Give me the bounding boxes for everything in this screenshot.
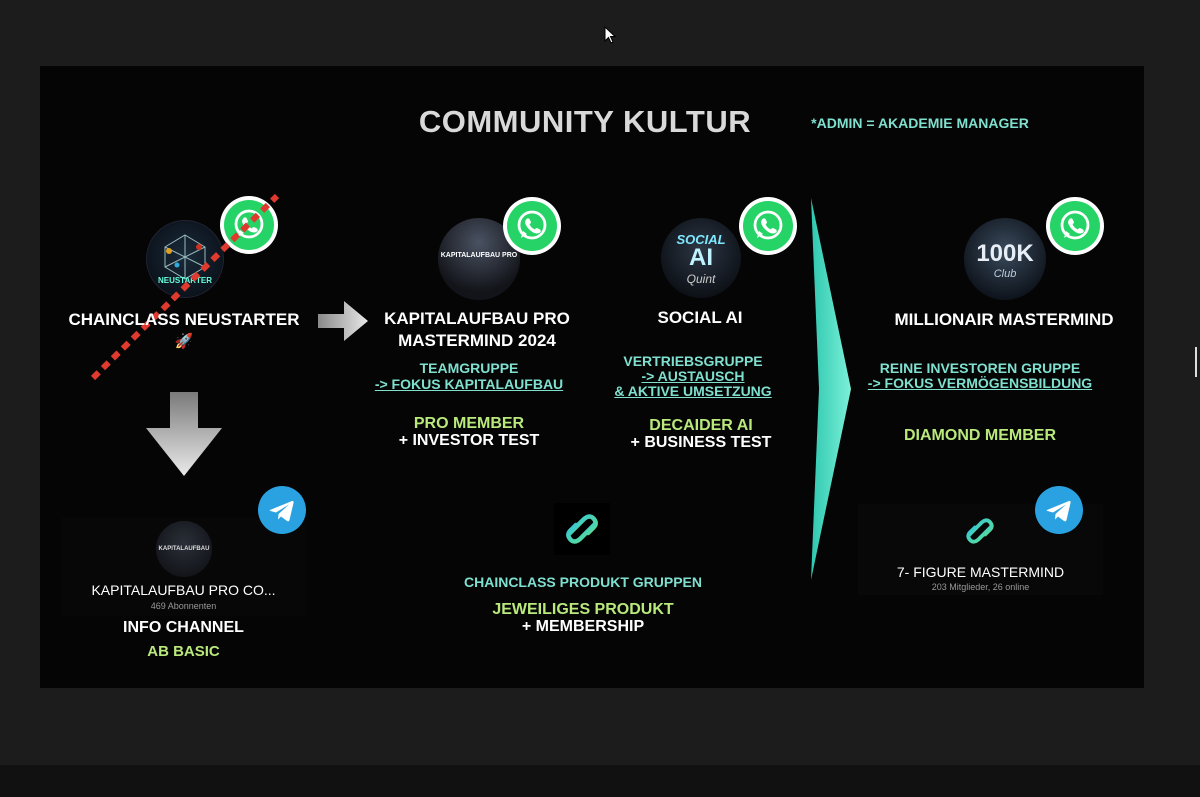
100k-logo-script: Club (964, 268, 1046, 280)
rocket-emoji: 🚀 (170, 332, 198, 350)
product-groups-line1: JEWEILIGES PRODUKT (440, 601, 726, 619)
mouse-cursor-icon (604, 26, 616, 49)
info-channel-tier: AB BASIC (62, 643, 305, 660)
product-groups-line2: + MEMBERSHIP (440, 618, 726, 636)
chainclass-logo-icon (956, 508, 1004, 554)
100k-logo-text: 100K (964, 240, 1046, 268)
kapitalaufbau-title-line2: MASTERMIND 2024 (360, 331, 594, 351)
channel-avatar-text: KAPITALAUFBAU (156, 546, 212, 552)
admin-note: *ADMIN = AKADEMIE MANAGER (780, 115, 1060, 131)
kapitalaufbau-title-line1: KAPITALAUFBAU PRO (360, 309, 594, 329)
social-ai-desc-line2: -> AUSTAUSCH (593, 368, 793, 384)
millionair-title: MILLIONAIR MASTERMIND (872, 310, 1136, 330)
telegram-icon[interactable] (258, 486, 306, 534)
arrow-down-icon (144, 392, 224, 478)
social-ai-logo-line2: AI (661, 244, 741, 272)
7figure-members: 203 Mitglieder, 26 online (858, 582, 1103, 592)
social-ai-member: DECAIDER AI (601, 417, 801, 435)
social-ai-title: SOCIAL AI (610, 308, 790, 328)
cross-out-line (85, 190, 285, 385)
millionair-desc-line2: -> FOKUS VERMÖGENSBILDUNG (855, 375, 1105, 391)
chainclass-logo-icon (554, 503, 610, 555)
bottom-bar (0, 765, 1200, 797)
kapitalaufbau-logo-text: KAPITALAUFBAU PRO (438, 252, 520, 259)
social-ai-logo: SOCIAL AI Quint (661, 218, 741, 298)
kapitalaufbau-channel-avatar: KAPITALAUFBAU (156, 521, 212, 577)
kapitalaufbau-desc-line1: TEAMGRUPPE (369, 360, 569, 376)
7figure-title: 7- FIGURE MASTERMIND (858, 564, 1103, 580)
info-channel-label: INFO CHANNEL (62, 619, 305, 637)
100k-club-logo: 100K Club (964, 218, 1046, 300)
scrollbar-handle[interactable] (1195, 347, 1197, 377)
kapitalaufbau-member: PRO MEMBER (369, 415, 569, 433)
kapitalaufbau-desc-line2: -> FOKUS KAPITALAUFBAU (364, 376, 574, 392)
millionair-desc-line1: REINE INVESTOREN GRUPPE (860, 360, 1100, 376)
big-teal-arrow (809, 196, 853, 582)
whatsapp-icon[interactable] (503, 197, 561, 255)
millionair-member: DIAMOND MEMBER (880, 427, 1080, 445)
neustarter-title: CHAINCLASS NEUSTARTER (54, 310, 314, 330)
kapitalaufbau-test: + INVESTOR TEST (369, 432, 569, 450)
social-ai-desc-line3: & AKTIVE UMSETZUNG (593, 383, 793, 399)
product-groups-title: CHAINCLASS PRODUKT GRUPPEN (440, 574, 726, 590)
telegram-subscriber-count: 469 Abonnenten (62, 601, 305, 611)
social-ai-test: + BUSINESS TEST (601, 434, 801, 452)
whatsapp-icon[interactable] (739, 197, 797, 255)
social-ai-desc-line1: VERTRIEBSGRUPPE (593, 353, 793, 369)
telegram-channel-name: KAPITALAUFBAU PRO CO... (62, 582, 305, 598)
telegram-icon[interactable] (1035, 486, 1083, 534)
social-ai-logo-script: Quint (661, 272, 741, 286)
whatsapp-icon[interactable] (1046, 197, 1104, 255)
